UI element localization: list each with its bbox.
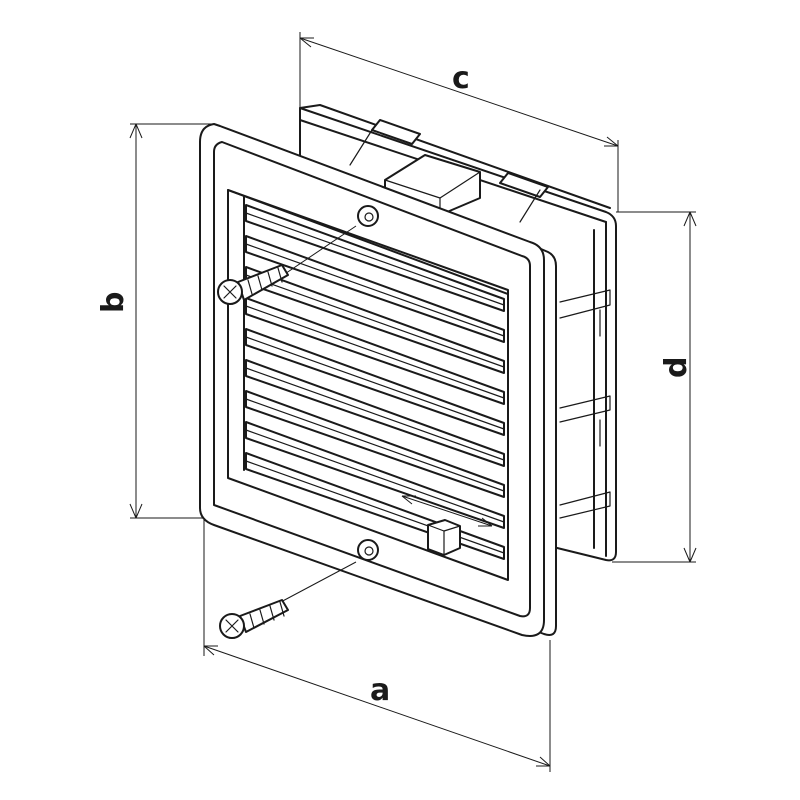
louvers bbox=[245, 204, 505, 560]
louver-slat-edge bbox=[245, 212, 505, 306]
louver-slat bbox=[245, 204, 505, 312]
louver-slat bbox=[245, 235, 505, 343]
louver-slat bbox=[245, 359, 505, 467]
dimension-a: a bbox=[203, 520, 551, 772]
louver-slat-edge bbox=[245, 274, 505, 368]
shutter-slider-icon bbox=[427, 519, 461, 556]
louver-slat bbox=[245, 390, 505, 498]
dimension-c: c bbox=[299, 32, 619, 212]
double-arrow-icon bbox=[401, 495, 493, 527]
louver-slat-edge bbox=[245, 243, 505, 337]
dimension-d: d bbox=[612, 211, 697, 563]
top-screw-hole bbox=[357, 205, 379, 227]
louver-slat bbox=[245, 421, 505, 529]
louver-slat-edge bbox=[245, 367, 505, 461]
louver-slat-edge bbox=[245, 429, 505, 523]
screw-icon bbox=[217, 225, 357, 305]
screw-icon bbox=[219, 561, 357, 639]
bottom-screw-hole bbox=[357, 539, 379, 561]
louver-slat bbox=[245, 328, 505, 436]
louver-slat-edge bbox=[245, 305, 505, 399]
dimension-label-b: b bbox=[96, 292, 131, 313]
dimension-label-a: a bbox=[370, 673, 390, 708]
dimension-label-c: c bbox=[452, 61, 470, 96]
dimension-b: b bbox=[96, 123, 214, 519]
louver-slat-edge bbox=[245, 398, 505, 492]
louver-slat bbox=[245, 297, 505, 405]
louver-slat-edge bbox=[245, 336, 505, 430]
louver-slat bbox=[245, 266, 505, 374]
dimension-label-d: d bbox=[659, 357, 694, 378]
